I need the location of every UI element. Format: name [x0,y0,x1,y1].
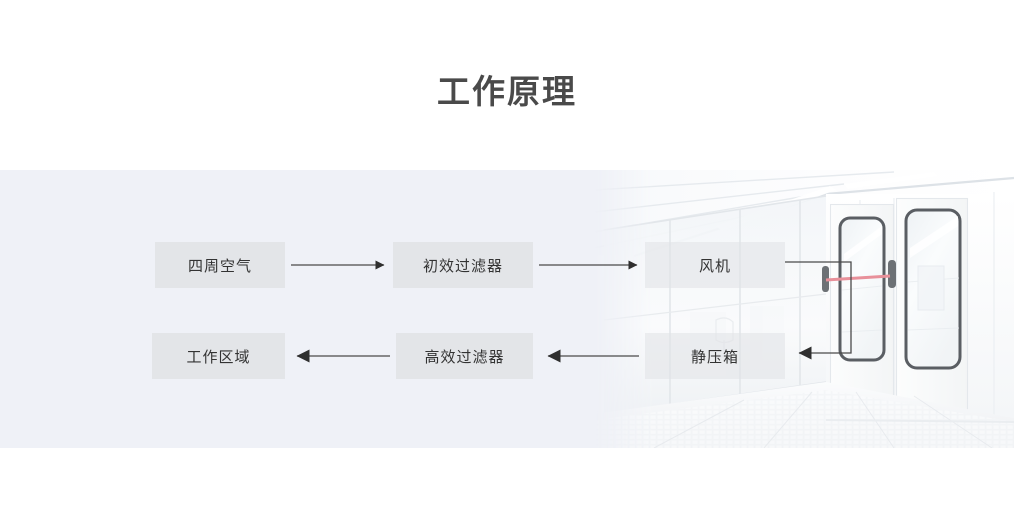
flow-node-hepa-filter[interactable]: 高效过滤器 [396,333,533,379]
flow-node-pre-filter[interactable]: 初效过滤器 [393,242,533,288]
flow-node-label: 四周空气 [187,257,252,275]
flow-node-ambient-air[interactable]: 四周空气 [155,242,285,288]
flow-node-work-area[interactable]: 工作区域 [152,333,285,379]
page-title: 工作原理 [437,73,577,110]
flow-node-label: 高效过滤器 [424,348,505,366]
flow-node-label: 静压箱 [690,348,739,366]
flow-node-label: 初效过滤器 [422,257,503,275]
flow-node-fan[interactable]: 风机 [645,242,785,288]
cleanroom-photo [594,170,1014,448]
flow-node-label: 风机 [698,257,731,275]
title-bar: 工作原理 [0,0,1014,170]
flow-node-label: 工作区域 [186,348,251,366]
diagram-panel: 四周空气 初效过滤器 风机 工作区域 高效过滤器 静压箱 [0,170,1014,448]
flow-node-static-plenum[interactable]: 静压箱 [645,333,785,379]
